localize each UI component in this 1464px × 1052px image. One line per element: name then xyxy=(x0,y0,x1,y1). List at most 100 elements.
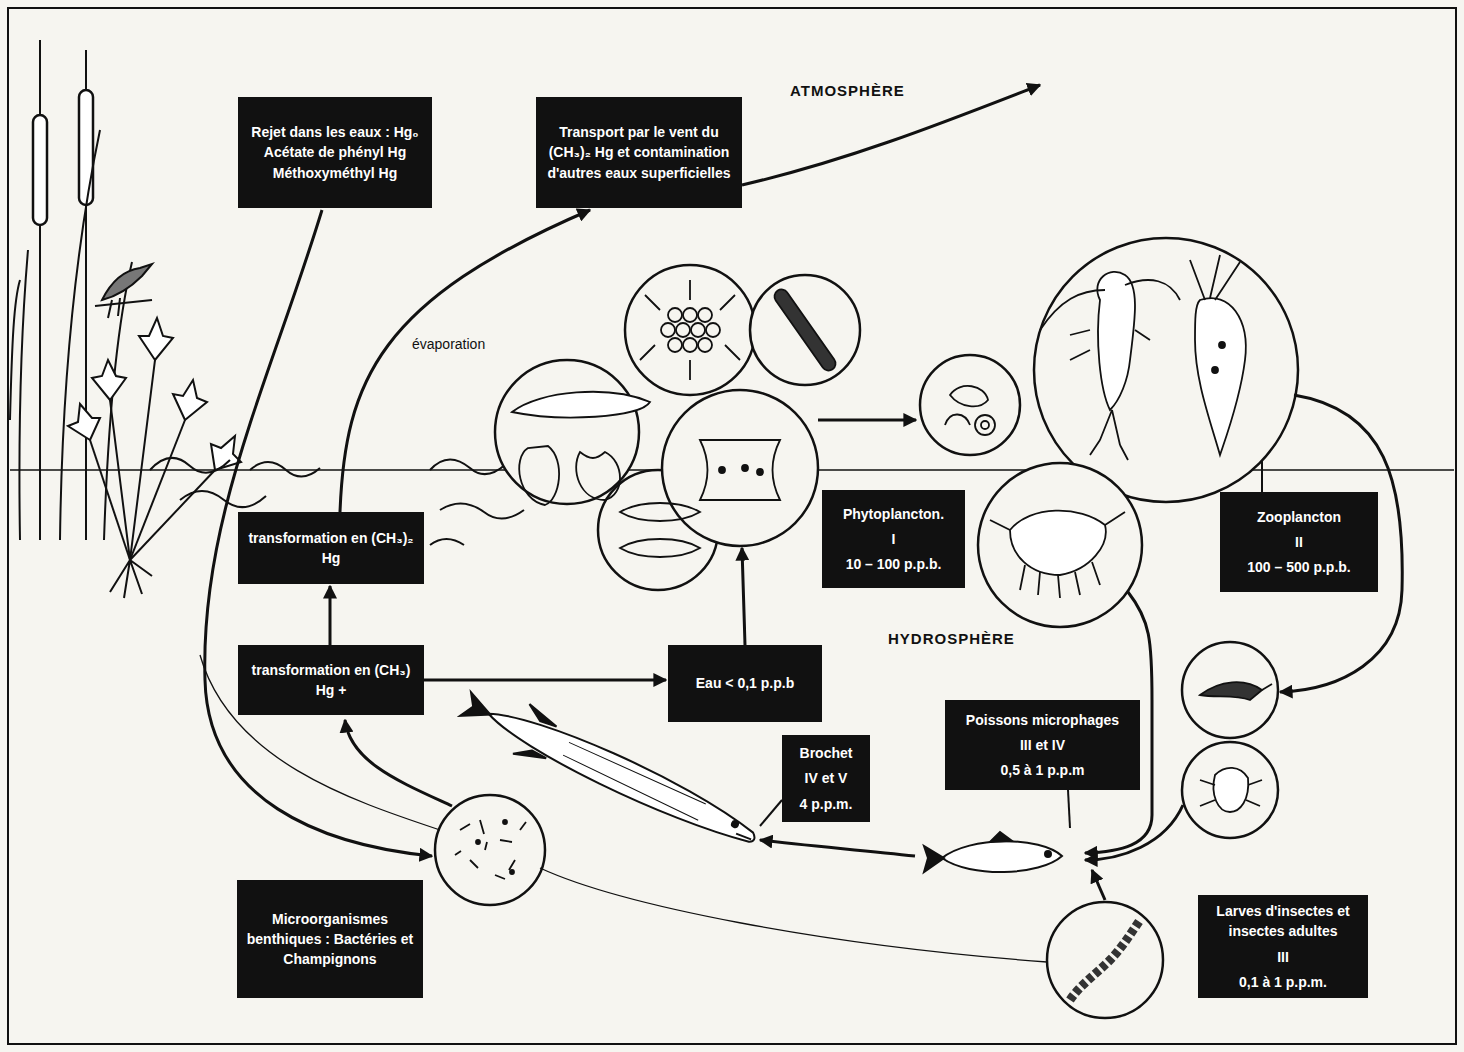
level-box: transformation en (CH₃)₂ Hg xyxy=(238,512,424,584)
fish-drawings-part-part xyxy=(513,744,547,767)
level-box: Larves d'insectes et insectes adultesIII… xyxy=(1198,895,1368,998)
organism-sketches-part xyxy=(1190,255,1240,300)
box-text: III xyxy=(1277,947,1289,967)
box-text: Larves d'insectes et insectes adultes xyxy=(1206,901,1360,942)
shore-plants-part xyxy=(108,298,120,318)
shore-plants-part xyxy=(130,470,215,560)
level-box: Phytoplancton.I10 – 100 p.p.b. xyxy=(822,490,965,588)
fish-drawings-part xyxy=(924,832,1062,872)
organism-sketches-part xyxy=(950,386,988,406)
flow-arrows-part xyxy=(1261,461,1263,492)
flow-arrows-part xyxy=(760,840,915,856)
organism-sketches-part xyxy=(757,469,763,475)
organism-sketches-part xyxy=(676,323,690,337)
shore-plants-part xyxy=(110,560,152,598)
organism-sketches-part xyxy=(1020,562,1100,598)
shore-plants-part xyxy=(440,503,524,518)
fish-drawings-part-part xyxy=(525,704,560,728)
shore-plants-part xyxy=(110,400,130,560)
organism-sketches-part xyxy=(698,308,712,322)
flow-arrow xyxy=(424,679,666,682)
box-text: Zooplancton xyxy=(1257,507,1341,527)
fish-drawings-part-part xyxy=(924,846,944,872)
edge-label: évaporation xyxy=(410,336,487,352)
organism-sketches xyxy=(455,255,1272,1000)
organism-sketches-part xyxy=(576,452,620,500)
organism-sketches-part xyxy=(1097,272,1135,410)
shore-plants-part xyxy=(173,380,207,420)
box-text: Rejet dans les eaux : Hg₀ Acétate de phé… xyxy=(246,122,424,183)
organism-sketches-part xyxy=(1212,367,1218,373)
organism-sketches-part xyxy=(519,446,559,505)
organism-sketches-part xyxy=(1262,684,1272,690)
organism-sketches-part xyxy=(640,280,740,380)
organism-sketches-part xyxy=(742,465,748,471)
zone-label: HYDROSPHÈRE xyxy=(888,630,1015,647)
level-box: transformation en (CH₃) Hg + xyxy=(238,645,424,715)
flow-arrow xyxy=(329,586,332,645)
flow-arrows-part xyxy=(345,720,452,806)
shore-plants-part xyxy=(19,250,28,540)
level-box: Eau < 0,1 p.p.b xyxy=(668,645,822,722)
fish-drawings-part-part xyxy=(562,741,706,821)
organism-sketches-part xyxy=(1070,920,1140,1000)
organism-sketches-part xyxy=(510,870,514,874)
shore-plants-part xyxy=(95,300,152,306)
organism-sketches-part xyxy=(772,287,839,374)
level-box: Transport par le vent du (CH₃)₂ Hg et co… xyxy=(536,97,742,208)
shore-plants-part xyxy=(90,440,130,560)
organism-sketches-part xyxy=(990,512,1125,530)
box-text: Microorganismes benthiques : Bactéries e… xyxy=(245,909,415,970)
shore-plants xyxy=(10,40,524,598)
organism-sketches-part-part xyxy=(772,287,839,374)
plankton-circles xyxy=(435,238,1298,1018)
organism-sketches-part xyxy=(620,539,700,557)
box-text: Brochet xyxy=(800,743,853,763)
fish-drawings-part-part xyxy=(460,692,495,727)
shore-plants-part xyxy=(79,90,93,205)
plankton-circles-part xyxy=(1182,642,1278,738)
plankton-circles-part xyxy=(662,390,818,546)
box-text: I xyxy=(892,529,896,549)
zone-label: ATMOSPHÈRE xyxy=(790,82,905,99)
shore-plants-part xyxy=(10,280,20,420)
organism-sketches-part xyxy=(661,323,675,337)
shore-plants-part xyxy=(430,539,464,545)
box-text: Poissons microphages xyxy=(966,710,1119,730)
box-text: Eau < 0,1 p.p.b xyxy=(696,673,794,693)
plankton-circles-part xyxy=(1182,742,1278,838)
organism-sketches-part xyxy=(1040,280,1180,330)
box-text: Transport par le vent du (CH₃)₂ Hg et co… xyxy=(544,122,734,183)
fish-drawings-part-part xyxy=(1045,851,1051,857)
organism-sketches-part xyxy=(503,820,507,824)
box-text: 100 – 500 p.p.b. xyxy=(1247,557,1351,577)
plankton-circles-part xyxy=(625,265,755,395)
organism-sketches-part xyxy=(698,338,712,352)
box-text: IV et V xyxy=(805,768,848,788)
flow-arrows-part xyxy=(1085,805,1183,860)
fish-drawings-part-part xyxy=(736,833,751,841)
fish-drawings-part-part xyxy=(731,820,739,828)
flow-arrows-part xyxy=(742,548,745,645)
flow-arrows xyxy=(200,85,1402,962)
organism-sketches-part xyxy=(1213,768,1248,812)
organism-sketches-part xyxy=(476,840,480,844)
shore-plants-part xyxy=(102,264,152,300)
plankton-circles-part xyxy=(495,360,639,504)
organism-sketches-part xyxy=(683,338,697,352)
shore-plants-part xyxy=(92,360,126,400)
frame xyxy=(8,8,1456,1044)
plankton-circles-part xyxy=(1047,902,1163,1018)
organism-sketches-part xyxy=(1070,330,1150,360)
organism-sketches-part xyxy=(668,338,682,352)
fish-drawings-part-part xyxy=(942,841,1062,872)
level-box: Poissons microphagesIII et IV0,5 à 1 p.p… xyxy=(945,700,1140,790)
organism-sketches-part xyxy=(719,467,725,473)
box-text: II xyxy=(1295,532,1303,552)
organism-sketches-part xyxy=(683,308,697,322)
shore-plants-part xyxy=(68,404,100,440)
flow-arrows-part xyxy=(742,85,1040,185)
